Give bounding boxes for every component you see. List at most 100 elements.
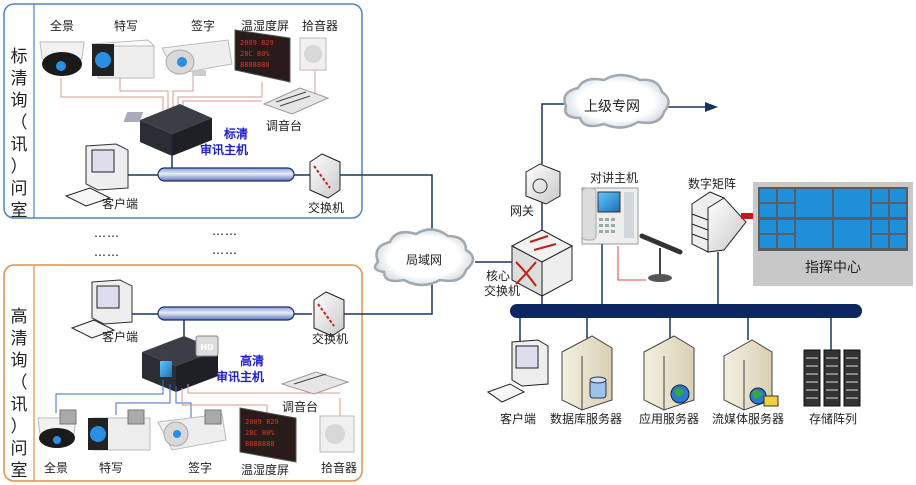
sd-title-char: （ [11, 113, 28, 133]
panorama-camera-icon [39, 41, 85, 76]
digital-matrix-label: 数字矩阵 [688, 176, 736, 191]
sd-title-char: 室 [11, 201, 28, 221]
application-server-icon [643, 335, 695, 411]
hd-host-label-line1: 高清 [240, 353, 264, 368]
sd-room-border [3, 3, 363, 219]
svg-text:28C 80%: 28C 80% [245, 429, 275, 437]
hd-closeup-camera-icon [88, 409, 151, 451]
storage-array-icon [803, 349, 861, 407]
hd-title-char: 问 [11, 439, 28, 459]
svg-text:28C 80%: 28C 80% [240, 50, 270, 58]
sd-title-char: 问 [11, 179, 28, 199]
hd-title-char: （ [11, 373, 28, 393]
hd-host-label-line2: 审讯主机 [216, 369, 264, 384]
sd-client-pc-icon [64, 143, 129, 207]
sd-room-title: 标 清 询 （ 讯 ） 问 室 [11, 47, 28, 221]
ellipsis: …… [212, 243, 238, 257]
lan-cloud-icon [373, 228, 475, 287]
hd-badge: HD [200, 343, 214, 352]
hd-title-char: 清 [11, 329, 28, 349]
command-center-panel [753, 182, 913, 286]
hd-pickup-label: 拾音器 [321, 460, 357, 475]
hd-room-title: 高 清 询 （ 讯 ） 问 室 [11, 307, 28, 481]
sd-closeup-label: 特写 [114, 18, 138, 33]
hd-title-char: 室 [11, 461, 28, 481]
sd-client-label: 客户端 [102, 196, 138, 211]
server-label: 应用服务器 [639, 411, 699, 426]
lan-label: 局域网 [406, 253, 442, 267]
bus-drops [519, 244, 832, 350]
intercom-host-label: 对讲主机 [590, 170, 638, 185]
hd-network-bus [157, 306, 295, 321]
ellipsis: …… [212, 224, 238, 238]
sd-title-char: ） [11, 157, 28, 177]
hd-host-icon: HD [142, 335, 219, 392]
core-switch-label-line2: 交换机 [484, 283, 520, 298]
hd-panorama-camera-icon [37, 409, 77, 448]
video-wall [760, 189, 906, 248]
sd-title-char: 询 [11, 91, 28, 111]
hd-signature-camera-icon [157, 409, 227, 451]
sd-switch-icon [309, 153, 341, 199]
svg-text:2009 829: 2009 829 [245, 418, 279, 426]
server-label: 流媒体服务器 [712, 411, 784, 426]
backbone-bus [510, 304, 862, 318]
hd-video-cables [55, 380, 192, 418]
hd-title-char: 高 [11, 307, 28, 327]
sd-signature-label: 签字 [191, 18, 215, 33]
upper-network-cloud-icon [563, 73, 670, 129]
arrow-right-icon [705, 102, 718, 112]
sd-network-bus [157, 167, 295, 182]
sd-host-icon [123, 104, 212, 156]
bottom-client-pc-icon [486, 339, 549, 403]
mixer-icon [262, 87, 330, 115]
sd-title-char: 讯 [11, 135, 28, 155]
hd-temp-humidity-screen-icon: 2009 829 28C 80% 8888888 [239, 407, 297, 463]
sd-host-label-line1: 标清 [223, 126, 248, 141]
hd-switch-icon [313, 291, 345, 337]
hd-av-cables [181, 384, 341, 416]
temp-humidity-screen-icon: 2009 829 28C 80% 8888888 [234, 29, 291, 83]
sd-switch-label: 交换机 [308, 200, 344, 215]
signature-camera-icon [161, 39, 233, 76]
intercom-host-icon [581, 187, 639, 245]
hd-closeup-label: 特写 [99, 460, 123, 475]
hd-signature-label: 签字 [188, 460, 212, 475]
hd-title-char: 询 [11, 351, 28, 371]
hd-screen-label: 温湿度屏 [241, 462, 289, 477]
ellipsis: …… [94, 226, 120, 240]
streaming-server-icon [723, 339, 779, 411]
gateway-icon [525, 163, 561, 205]
hd-mixer-label: 调音台 [282, 399, 318, 414]
hd-switch-label: 交换机 [312, 331, 348, 346]
hd-mixer-icon [280, 371, 350, 395]
hd-client-label: 客户端 [102, 329, 138, 344]
microphone-pickup-icon [299, 37, 327, 71]
hd-title-char: 讯 [11, 395, 28, 415]
server-label: 存储阵列 [809, 411, 857, 426]
desk-microphone-icon [639, 233, 683, 282]
hd-panorama-label: 全景 [44, 460, 68, 475]
hd-client-pc-icon [70, 279, 133, 339]
server-label: 客户端 [500, 411, 536, 426]
sd-host-label-line2: 审讯主机 [200, 142, 248, 157]
sd-panorama-label: 全景 [50, 18, 74, 33]
upper-network-label: 上级专网 [584, 99, 640, 115]
gateway-label: 网关 [510, 204, 534, 218]
sd-mixer-label: 调音台 [266, 118, 302, 133]
sd-interrogation-room: 标 清 询 （ 讯 ） 问 室 全景 [3, 3, 363, 221]
digital-matrix-icon [691, 191, 747, 253]
svg-text:2009 829: 2009 829 [240, 39, 274, 47]
closeup-camera-icon [90, 39, 156, 79]
svg-text:8888888: 8888888 [240, 61, 270, 69]
hd-title-char: ） [11, 417, 28, 437]
server-label: 数据库服务器 [550, 411, 622, 426]
sd-av-cables [60, 70, 316, 110]
more-rooms-ellipsis: …… …… …… …… [94, 224, 238, 259]
sd-title-char: 清 [11, 69, 28, 89]
sd-pickup-label: 拾音器 [302, 18, 338, 33]
core-switch-icon [510, 229, 574, 297]
matrix-video-link [741, 213, 756, 219]
command-center-label: 指挥中心 [805, 260, 861, 276]
